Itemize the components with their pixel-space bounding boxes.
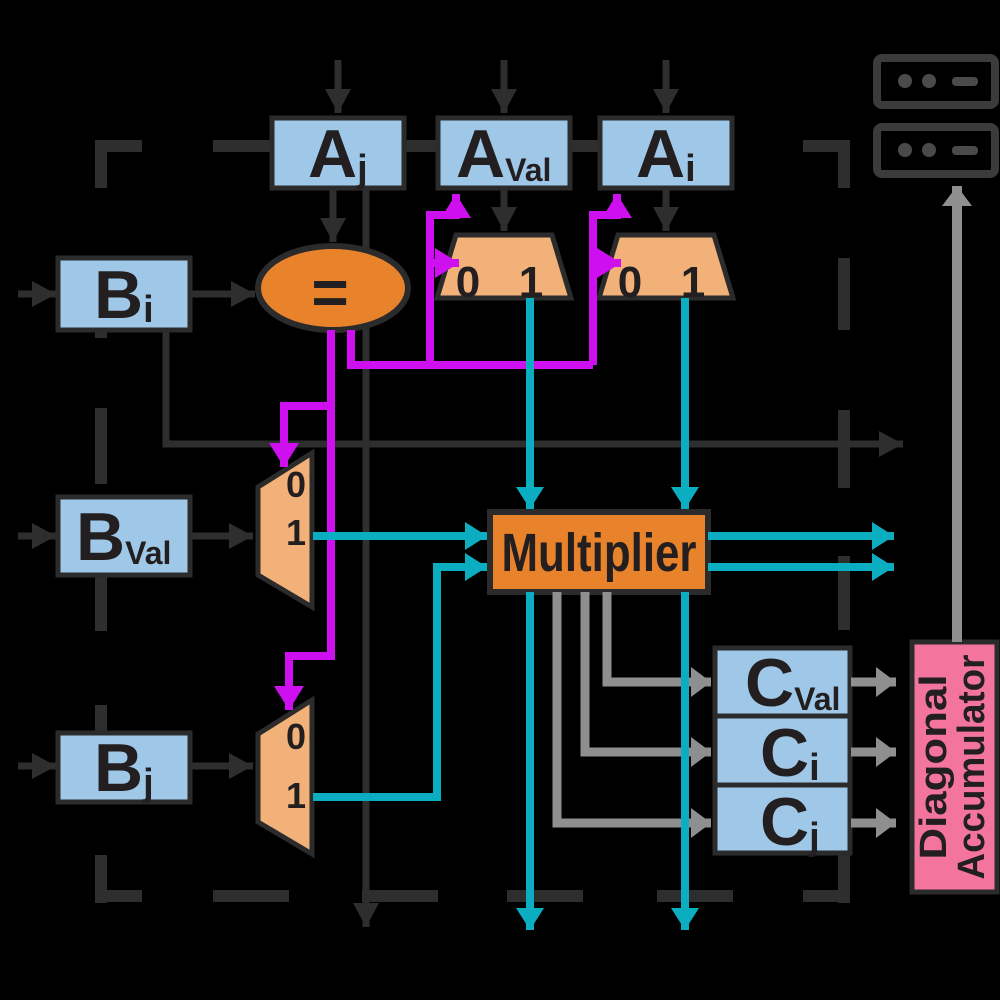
multiplier: Multiplier	[487, 509, 711, 595]
register-c-i-label: Ci	[760, 715, 820, 791]
register-b-j-label: Bj	[94, 730, 154, 806]
register-b-val-box	[55, 494, 193, 578]
register-a-j: Aj	[269, 115, 407, 192]
boundary-dash	[95, 705, 107, 731]
register-a-val-box	[435, 115, 573, 191]
diagonal-accumulator-label-line2: Accumulator	[951, 654, 993, 879]
register-c-val-label: CVal	[745, 645, 840, 721]
mux-b-val: 0 1	[255, 448, 315, 612]
data-wire-mux-b-j-to-multiplier	[313, 553, 487, 801]
boundary-dash	[507, 890, 583, 902]
mux-a-val-in0: 0	[456, 258, 480, 307]
multiplier-box	[487, 509, 711, 595]
boundary-dash	[838, 410, 850, 488]
boundary-dash	[570, 140, 601, 152]
boundary-dash	[95, 328, 107, 338]
register-c-j-box	[712, 782, 853, 856]
mux-a-i: 0 1	[595, 232, 737, 307]
boundary-dash	[213, 890, 289, 902]
select-wires	[269, 194, 632, 710]
wire-b-i-passthrough-right	[162, 330, 903, 457]
memory-row-outline	[873, 123, 999, 178]
register-b-j-box	[55, 730, 193, 805]
data-wires	[313, 298, 894, 930]
select-wire-to-a-i	[589, 194, 632, 365]
mux-a-val: 0 1	[433, 232, 575, 307]
memory-dot-icon	[898, 74, 912, 88]
register-c-j-label: Cj	[760, 784, 820, 860]
boundary-dash	[404, 140, 438, 152]
result-wire-to-c-i	[580, 592, 711, 767]
mux-b-j: 0 1	[255, 695, 315, 859]
comparator-symbol: =	[311, 256, 348, 328]
register-a-j-label: Aj	[308, 116, 368, 192]
select-wire-trunk	[347, 330, 593, 369]
register-c-i-box	[712, 713, 853, 788]
register-b-i-label: Bi	[94, 257, 154, 333]
boundary-dash	[213, 140, 273, 152]
register-b-j: Bj	[55, 730, 193, 806]
register-a-val-label: AVal	[456, 116, 551, 192]
boundary-dash	[95, 573, 107, 631]
comparator: =	[255, 243, 411, 333]
boundary-dash	[657, 890, 733, 902]
boundary-dash	[362, 890, 438, 902]
memory-row-icon	[873, 123, 999, 178]
register-a-i-box	[597, 115, 735, 191]
result-wire-to-c-j	[552, 592, 711, 838]
multiplier-label: Multiplier	[502, 523, 697, 583]
mux-b-j-in1: 1	[286, 775, 306, 816]
memory-dot-icon	[922, 74, 936, 88]
register-b-val: BVal	[55, 494, 193, 578]
result-wires	[552, 186, 972, 838]
register-b-val-label: BVal	[76, 499, 171, 575]
memory-row-outline	[873, 54, 999, 109]
register-a-val: AVal	[435, 115, 573, 192]
memory-dash-icon	[952, 146, 978, 155]
diagonal-accumulator: Diagonal Accumulator	[909, 639, 1000, 895]
mux-a-i-in0: 0	[618, 258, 642, 307]
blocks: Aj AVal Ai Bi BVal Bj = 0 1	[55, 54, 1000, 895]
select-wire-to-mux-b-j	[274, 330, 335, 710]
select-wire-to-mux-b-val	[269, 402, 331, 467]
register-c-val-box	[712, 645, 853, 719]
boundary-dash	[95, 890, 142, 902]
boundary-dash	[838, 855, 850, 903]
mux-b-val-shape	[255, 448, 315, 612]
memory-dot-icon	[922, 143, 936, 157]
memory-row-icon	[873, 54, 999, 109]
select-wire-to-a-val	[426, 194, 471, 365]
mux-b-j-in0: 0	[286, 716, 306, 757]
boundary-dash	[95, 140, 107, 188]
memory-dash-icon	[952, 77, 978, 86]
register-a-j-box	[269, 115, 407, 191]
register-c-i: Ci	[712, 713, 853, 791]
mux-b-val-in1: 1	[286, 512, 306, 553]
boundary-dash	[838, 140, 850, 188]
result-wire-to-c-val	[602, 592, 711, 697]
tile-boundary	[95, 140, 850, 903]
register-b-i: Bi	[55, 255, 193, 333]
register-c-j: Cj	[712, 782, 853, 860]
register-b-i-box	[55, 255, 193, 333]
register-a-i: Ai	[597, 115, 735, 192]
mux-b-j-shape	[255, 695, 315, 859]
mux-b-val-in0: 0	[286, 464, 306, 505]
boundary-dash	[838, 556, 850, 630]
boundary-dash	[838, 258, 850, 330]
boundary-dash	[95, 408, 107, 484]
memory-dot-icon	[898, 143, 912, 157]
diagonal-accumulator-label-line1: Diagonal	[913, 675, 955, 860]
register-a-i-label: Ai	[636, 116, 696, 192]
register-c-val: CVal	[712, 645, 853, 721]
